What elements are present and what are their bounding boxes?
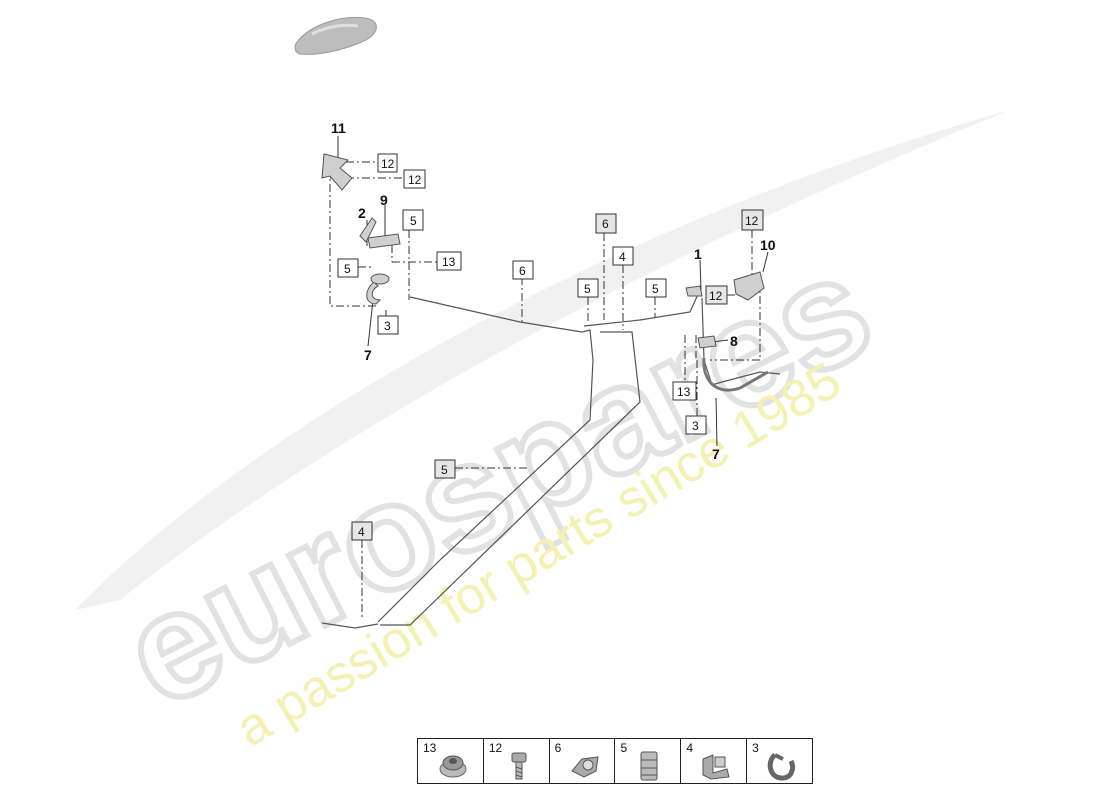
legend-cell-6: 6 bbox=[550, 739, 616, 783]
box-5-d: 5 bbox=[645, 278, 667, 298]
watermark-brand: eurospares bbox=[98, 222, 895, 739]
legend-cell-5: 5 bbox=[615, 739, 682, 783]
parts-legend: 13 12 6 5 4 3 bbox=[417, 738, 813, 784]
callout-8: 8 bbox=[730, 333, 738, 349]
svg-text:12: 12 bbox=[709, 289, 723, 303]
svg-text:4: 4 bbox=[619, 250, 626, 264]
grommet-icon bbox=[439, 755, 467, 778]
part-2-bracket bbox=[359, 217, 377, 243]
callout-7-left: 7 bbox=[364, 347, 372, 363]
bracket-icon bbox=[702, 754, 730, 780]
callout-11: 11 bbox=[331, 120, 346, 136]
legend-cell-3: 3 bbox=[747, 739, 812, 783]
box-3-b: 3 bbox=[685, 415, 707, 435]
legend-number: 3 bbox=[752, 741, 759, 755]
box-13-b: 13 bbox=[672, 381, 697, 401]
box-5-e: 5 bbox=[434, 459, 456, 479]
svg-text:5: 5 bbox=[584, 282, 591, 296]
svg-text:6: 6 bbox=[519, 264, 526, 278]
boxed-callouts: 12 12 5 13 5 3 6 6 bbox=[337, 153, 764, 541]
callout-1: 1 bbox=[694, 246, 702, 262]
legend-cell-12: 12 bbox=[484, 739, 550, 783]
svg-text:5: 5 bbox=[652, 282, 659, 296]
callout-9: 9 bbox=[380, 192, 388, 208]
callout-10: 10 bbox=[760, 237, 776, 253]
callouts: 11 2 9 7 1 10 8 7 bbox=[331, 120, 776, 462]
box-4-b: 4 bbox=[351, 521, 373, 541]
car-thumbnail-icon bbox=[294, 16, 377, 55]
box-3-a: 3 bbox=[377, 315, 399, 335]
box-12-c: 12 bbox=[741, 209, 764, 231]
svg-text:12: 12 bbox=[745, 214, 759, 228]
bolt-icon bbox=[511, 752, 527, 780]
part-7-hose-right bbox=[702, 357, 769, 392]
svg-text:12: 12 bbox=[408, 173, 422, 187]
box-12-a: 12 bbox=[377, 153, 398, 173]
svg-text:6: 6 bbox=[602, 217, 609, 231]
svg-text:5: 5 bbox=[410, 214, 417, 228]
pipes bbox=[321, 289, 781, 629]
svg-text:3: 3 bbox=[384, 319, 391, 333]
svg-text:4: 4 bbox=[358, 525, 365, 539]
legend-number: 4 bbox=[686, 741, 693, 755]
svg-text:5: 5 bbox=[441, 463, 448, 477]
svg-text:12: 12 bbox=[381, 157, 395, 171]
watermark-swoosh bbox=[75, 110, 1010, 610]
svg-text:5: 5 bbox=[344, 262, 351, 276]
part-9-clip bbox=[367, 233, 401, 249]
box-13-a: 13 bbox=[436, 251, 462, 271]
clip-icon bbox=[570, 756, 599, 778]
svg-text:13: 13 bbox=[677, 385, 691, 399]
ring-clip-icon bbox=[767, 753, 796, 781]
part-11-bracket bbox=[321, 153, 353, 191]
box-4-a: 4 bbox=[612, 246, 634, 266]
part-7-hose-left bbox=[366, 273, 390, 305]
box-6-b: 6 bbox=[595, 213, 617, 234]
watermark: eurospares a passion for parts since 198… bbox=[75, 110, 1010, 758]
legend-number: 13 bbox=[423, 741, 437, 755]
part-10-bracket bbox=[733, 271, 765, 301]
box-5-a: 5 bbox=[402, 209, 424, 231]
legend-number: 12 bbox=[488, 741, 503, 755]
part-8-connector bbox=[697, 335, 717, 349]
callout-2: 2 bbox=[358, 205, 366, 221]
svg-text:13: 13 bbox=[442, 255, 456, 269]
legend-cell-13: 13 bbox=[418, 739, 484, 783]
svg-text:3: 3 bbox=[692, 419, 699, 433]
legend-number: 5 bbox=[620, 741, 628, 755]
legend-cell-4: 4 bbox=[681, 739, 748, 783]
callout-7-right: 7 bbox=[712, 446, 720, 462]
box-12-d: 12 bbox=[705, 285, 728, 305]
box-5-b: 5 bbox=[337, 258, 359, 278]
box-12-b: 12 bbox=[403, 169, 426, 189]
clamp-icon bbox=[640, 751, 658, 781]
part-1-hose bbox=[685, 285, 703, 297]
box-5-c: 5 bbox=[577, 278, 599, 298]
legend-number: 6 bbox=[554, 741, 562, 755]
components bbox=[321, 153, 769, 392]
box-6-a: 6 bbox=[512, 260, 534, 280]
